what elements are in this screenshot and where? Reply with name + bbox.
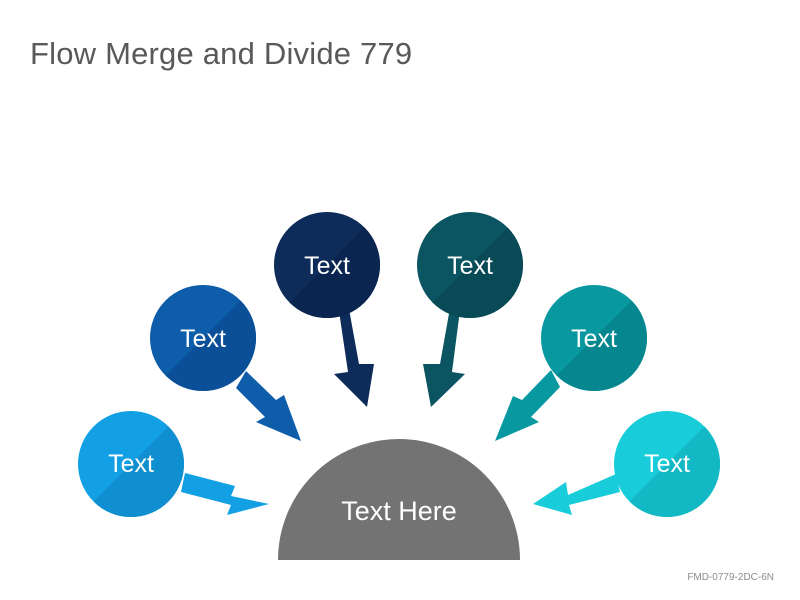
- node-label-3: Text: [304, 252, 350, 280]
- arrow-6: [533, 474, 620, 515]
- node-shade-1: [93, 426, 185, 518]
- flow-node-3: Text: [274, 212, 381, 407]
- node-shade-6: [629, 426, 721, 518]
- center-semicircle: [278, 439, 520, 560]
- node-label-2: Text: [180, 325, 226, 353]
- flow-node-5: Text: [495, 285, 648, 441]
- slide-title: Flow Merge and Divide 779: [30, 36, 413, 71]
- arrow-4: [423, 308, 465, 407]
- flow-node-1: Text: [78, 411, 269, 518]
- node-label-6: Text: [644, 450, 690, 478]
- node-shade-4: [432, 227, 524, 319]
- node-shade-3: [289, 227, 381, 319]
- node-label-4: Text: [447, 252, 493, 280]
- center-label: Text Here: [341, 496, 457, 526]
- arrow-5: [495, 370, 560, 441]
- arrow-2: [236, 371, 301, 441]
- arrow-3: [334, 309, 374, 407]
- flow-node-4: Text: [417, 212, 524, 407]
- node-label-1: Text: [108, 450, 154, 478]
- slide-code: FMD-0779-2DC-6N: [687, 572, 774, 583]
- node-shade-2: [165, 300, 257, 392]
- arrow-1: [181, 473, 269, 515]
- node-label-5: Text: [571, 325, 617, 353]
- flow-node-6: Text: [533, 411, 721, 518]
- flow-node-2: Text: [150, 285, 301, 441]
- node-shade-5: [556, 300, 648, 392]
